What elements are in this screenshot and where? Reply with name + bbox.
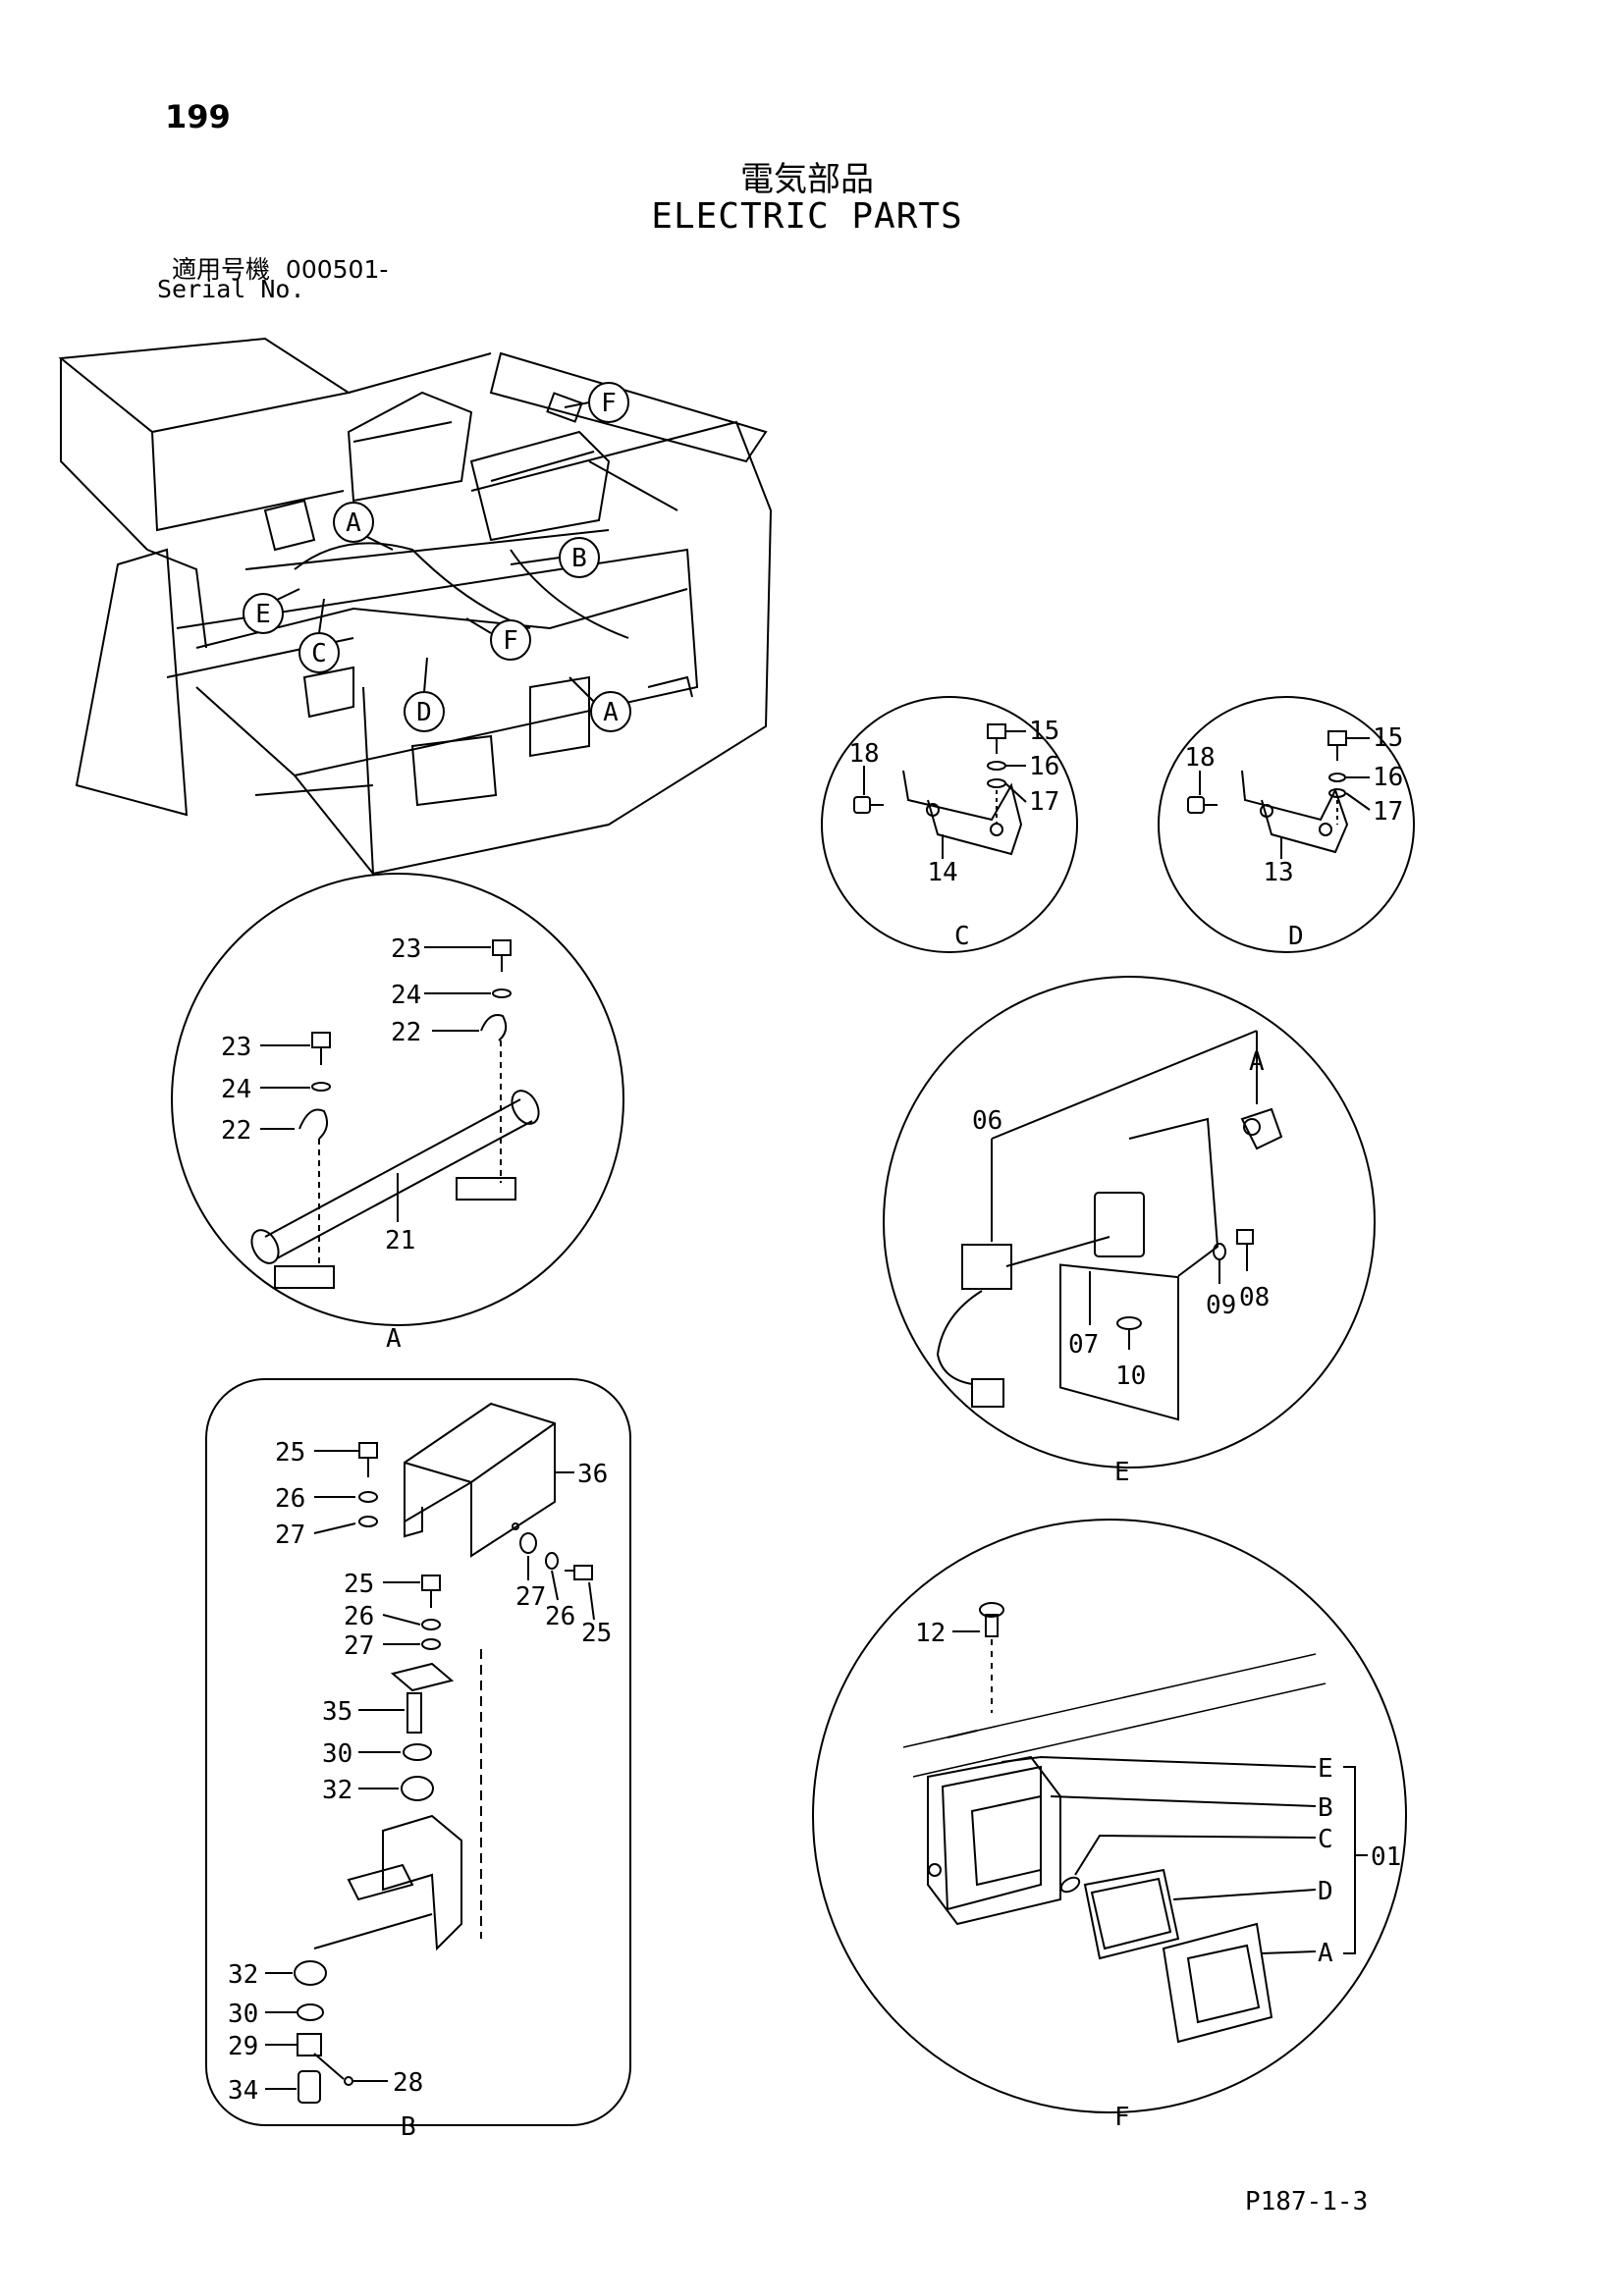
part-A-E: A — [1249, 1047, 1265, 1077]
part-30-B-lower: 30 — [228, 2000, 258, 2029]
callout-C: C — [311, 639, 327, 668]
serial-value: 000501- — [285, 255, 389, 284]
detail-view-E: A 06 07 10 09 08 E — [883, 976, 1376, 1487]
detail-view-B: 25 26 27 36 27 26 25 25 26 27 35 30 32 3… — [205, 1378, 631, 2142]
part-32-B-lower: 32 — [228, 1960, 258, 1990]
view-label-A: A — [386, 1324, 402, 1354]
machine-overview — [58, 337, 773, 878]
part-27-B-top: 27 — [275, 1521, 305, 1550]
part-29-B: 29 — [228, 2032, 258, 2061]
title-english: ELECTRIC PARTS — [651, 196, 963, 237]
part-32-B-upper: 32 — [322, 1776, 352, 1805]
part-34-B: 34 — [228, 2076, 258, 2106]
detail-view-F: 12 E B C D A 01 F — [812, 1519, 1407, 2132]
part-22-A-upper: 22 — [391, 1018, 421, 1047]
callout-F-mid: F — [503, 626, 518, 656]
part-D-F: D — [1318, 1877, 1333, 1906]
callout-A-lower: A — [603, 698, 619, 727]
part-16-C: 16 — [1029, 752, 1059, 781]
part-15-C: 15 — [1029, 717, 1059, 746]
part-07-E: 07 — [1068, 1330, 1099, 1360]
part-27-B-side: 27 — [515, 1582, 546, 1612]
part-08-E: 08 — [1239, 1283, 1270, 1312]
part-01-F: 01 — [1371, 1842, 1401, 1872]
callout-A-upper: A — [346, 508, 361, 538]
callout-B: B — [571, 544, 587, 573]
part-25-B-side: 25 — [581, 1619, 612, 1648]
part-36-B: 36 — [577, 1460, 608, 1489]
part-A-F: A — [1318, 1939, 1333, 1968]
callout-D: D — [416, 698, 432, 727]
footer-code: P187-1-3 — [1245, 2187, 1369, 2216]
part-27-B-mid: 27 — [344, 1631, 374, 1661]
detail-view-A: 23 24 22 23 24 22 21 A — [171, 873, 624, 1354]
detail-view-D: 18 15 16 17 13 D — [1158, 696, 1415, 953]
part-23-A-lower: 23 — [221, 1033, 251, 1062]
part-28-B: 28 — [393, 2068, 423, 2098]
part-14-C: 14 — [927, 858, 957, 887]
part-18-C: 18 — [848, 739, 879, 769]
part-22-A-lower: 22 — [221, 1116, 251, 1146]
part-16-D: 16 — [1373, 763, 1403, 792]
page-number: 199 — [165, 98, 231, 135]
part-E-F: E — [1318, 1754, 1333, 1784]
part-25-B-top: 25 — [275, 1438, 305, 1468]
part-26-B-side: 26 — [545, 1602, 575, 1631]
view-label-D: D — [1288, 922, 1304, 951]
part-26-B-mid: 26 — [344, 1602, 374, 1631]
title-japanese: 電気部品 — [740, 160, 874, 199]
view-label-C: C — [954, 922, 970, 951]
callout-F-top: F — [601, 389, 617, 418]
view-label-B: B — [401, 2112, 416, 2142]
part-21-A: 21 — [385, 1226, 415, 1255]
view-label-F: F — [1114, 2103, 1130, 2132]
detail-view-C: 18 15 16 17 14 C — [821, 696, 1078, 953]
part-26-B-top: 26 — [275, 1484, 305, 1514]
part-24-A-upper: 24 — [391, 981, 421, 1010]
part-06-E: 06 — [972, 1106, 1002, 1136]
part-10-E: 10 — [1115, 1362, 1146, 1391]
part-B-F: B — [1318, 1793, 1333, 1823]
part-12-F: 12 — [915, 1619, 946, 1648]
callout-E: E — [255, 600, 271, 629]
part-09-E: 09 — [1206, 1291, 1236, 1320]
serial-label-jp: 適用号機 — [172, 255, 271, 284]
part-17-D: 17 — [1373, 797, 1403, 827]
part-23-A-upper: 23 — [391, 934, 421, 964]
part-25-B-mid: 25 — [344, 1570, 374, 1599]
view-label-E: E — [1114, 1458, 1130, 1487]
part-18-D: 18 — [1184, 743, 1215, 773]
part-24-A-lower: 24 — [221, 1075, 251, 1104]
serial-label-english: Serial No. — [157, 275, 305, 303]
part-15-D: 15 — [1373, 723, 1403, 753]
part-C-F: C — [1318, 1825, 1333, 1854]
part-17-C: 17 — [1029, 787, 1059, 817]
part-35-B: 35 — [322, 1697, 352, 1727]
part-13-D: 13 — [1263, 858, 1293, 887]
part-30-B-upper: 30 — [322, 1739, 352, 1769]
serial-line-japanese: 適用号機 000501- — [172, 250, 388, 286]
overview-callouts: F A B E C F D A — [243, 382, 631, 732]
